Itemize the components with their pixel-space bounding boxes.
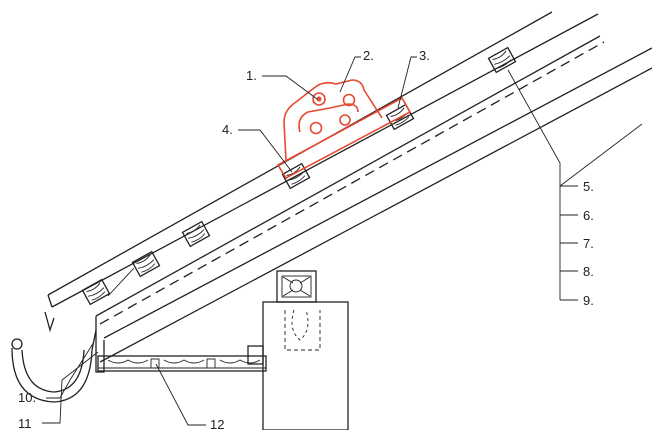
gutter: [11, 311, 97, 403]
label-8: 8.: [583, 264, 594, 279]
batten: [181, 220, 211, 248]
label-11: 11: [18, 416, 32, 430]
snow-guard-bracket: [276, 79, 412, 180]
battens: [81, 46, 517, 306]
label-10: 10.: [18, 390, 36, 405]
label-6: 6.: [583, 208, 594, 223]
roof-covering: [47, 11, 599, 308]
batten: [81, 278, 111, 306]
membrane-layer: [95, 35, 605, 325]
callout-labels: 1. 2. 3. 4. 5. 6. 7. 8. 9. 10. 11 12: [18, 48, 594, 432]
fascia: [95, 316, 105, 373]
label-12: 12: [210, 417, 224, 430]
label-5: 5.: [583, 179, 594, 194]
label-9: 9.: [583, 293, 594, 308]
label-2: 2.: [363, 48, 374, 63]
label-7: 7.: [583, 236, 594, 251]
batten: [131, 250, 161, 278]
leader-lines: [42, 56, 643, 426]
batten: [487, 46, 517, 74]
label-1: 1.: [246, 68, 257, 83]
label-4: 4.: [222, 122, 233, 137]
label-3: 3.: [419, 48, 430, 63]
soffit-board: [97, 355, 267, 372]
batten: [281, 162, 311, 190]
rafter: [99, 47, 652, 363]
wall: [247, 270, 349, 431]
